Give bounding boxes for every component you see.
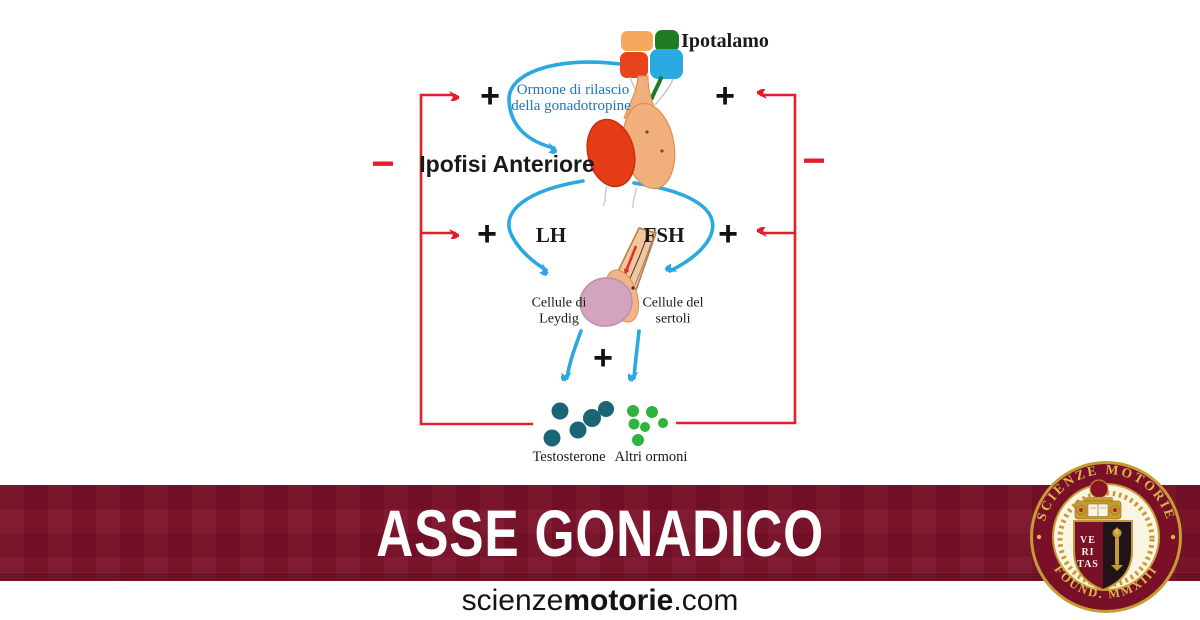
motto-line1: VE <box>1080 535 1096 546</box>
seal-book-icon <box>1074 497 1122 520</box>
feedback-line-right <box>676 95 797 425</box>
pituitary-icon <box>586 75 676 209</box>
motto-line3: TAS <box>1077 559 1099 570</box>
plus-sign: + <box>480 77 500 115</box>
seal-shield-icon: VE RI TAS <box>1073 520 1133 592</box>
plus-sign: + <box>593 339 613 377</box>
lh-arrow <box>507 179 585 270</box>
page-title: ASSE GONADICO <box>376 496 824 570</box>
scienze-motorie-seal-icon: SCIENZE MOTORIE FOUND. MMXIII <box>1030 461 1182 613</box>
hormone-arrows <box>507 60 715 378</box>
diagram-labels: Ipotalamo Ormone di rilascio della gonad… <box>419 30 769 465</box>
feedback-line-left <box>419 95 533 426</box>
fsh-label: FSH <box>644 223 685 247</box>
hypothalamus-icon <box>620 30 683 106</box>
footer-domain-regular: scienze <box>461 583 564 617</box>
leydig-to-testosterone-arrow <box>567 329 583 378</box>
sertoli-to-hormones-arrow <box>634 329 641 378</box>
hypothalamus-label: Ipotalamo <box>681 30 769 52</box>
plus-sign: + <box>715 77 735 115</box>
gnrh-label-line2: della gonadotropine <box>511 98 631 114</box>
minus-sign: − <box>371 142 394 186</box>
lh-label: LH <box>536 223 566 247</box>
torch-icon <box>1111 527 1123 571</box>
banner-bottom-stripes <box>0 574 1200 581</box>
other-hormones-label: Altri ormoni <box>615 449 688 465</box>
gnrh-label-line1: Ormone di rilascio <box>517 82 629 98</box>
plus-sign: + <box>477 215 497 253</box>
testis-icon <box>579 227 657 327</box>
footer-domain-bold: motorie <box>563 583 674 617</box>
laurel-wreath-icon <box>1057 490 1155 588</box>
minus-sign: − <box>802 139 825 183</box>
sertoli-label-line1: Cellule del <box>642 296 703 311</box>
seal-top-ball-icon <box>1089 479 1109 499</box>
testosterone-dots-icon <box>543 401 614 447</box>
sertoli-label-line2: sertoli <box>656 312 691 327</box>
fsh-arrow <box>632 181 715 273</box>
seal-left-bullet <box>1036 534 1042 540</box>
stimulation-signs: + + + + + − − <box>371 77 825 377</box>
seal-right-bullet <box>1170 534 1176 540</box>
plus-sign: + <box>718 215 738 253</box>
gnrh-arrow <box>507 60 622 148</box>
testosterone-label: Testosterone <box>532 449 605 465</box>
leydig-label-line1: Cellule di <box>532 296 587 311</box>
title-banner: ASSE GONADICO <box>0 485 1200 581</box>
gonadal-axis-diagram: + + + + + − − Ipotalamo Ormone di rilasc… <box>371 30 826 465</box>
pituitary-label: Ipofisi Anteriore <box>419 151 595 177</box>
motto-line2: RI <box>1081 547 1094 558</box>
other-hormones-dots-icon <box>627 405 668 446</box>
footer-domain-suffix: .com <box>673 583 739 617</box>
feedback-loop-lines <box>419 95 797 426</box>
leydig-label-line2: Leydig <box>539 312 579 327</box>
